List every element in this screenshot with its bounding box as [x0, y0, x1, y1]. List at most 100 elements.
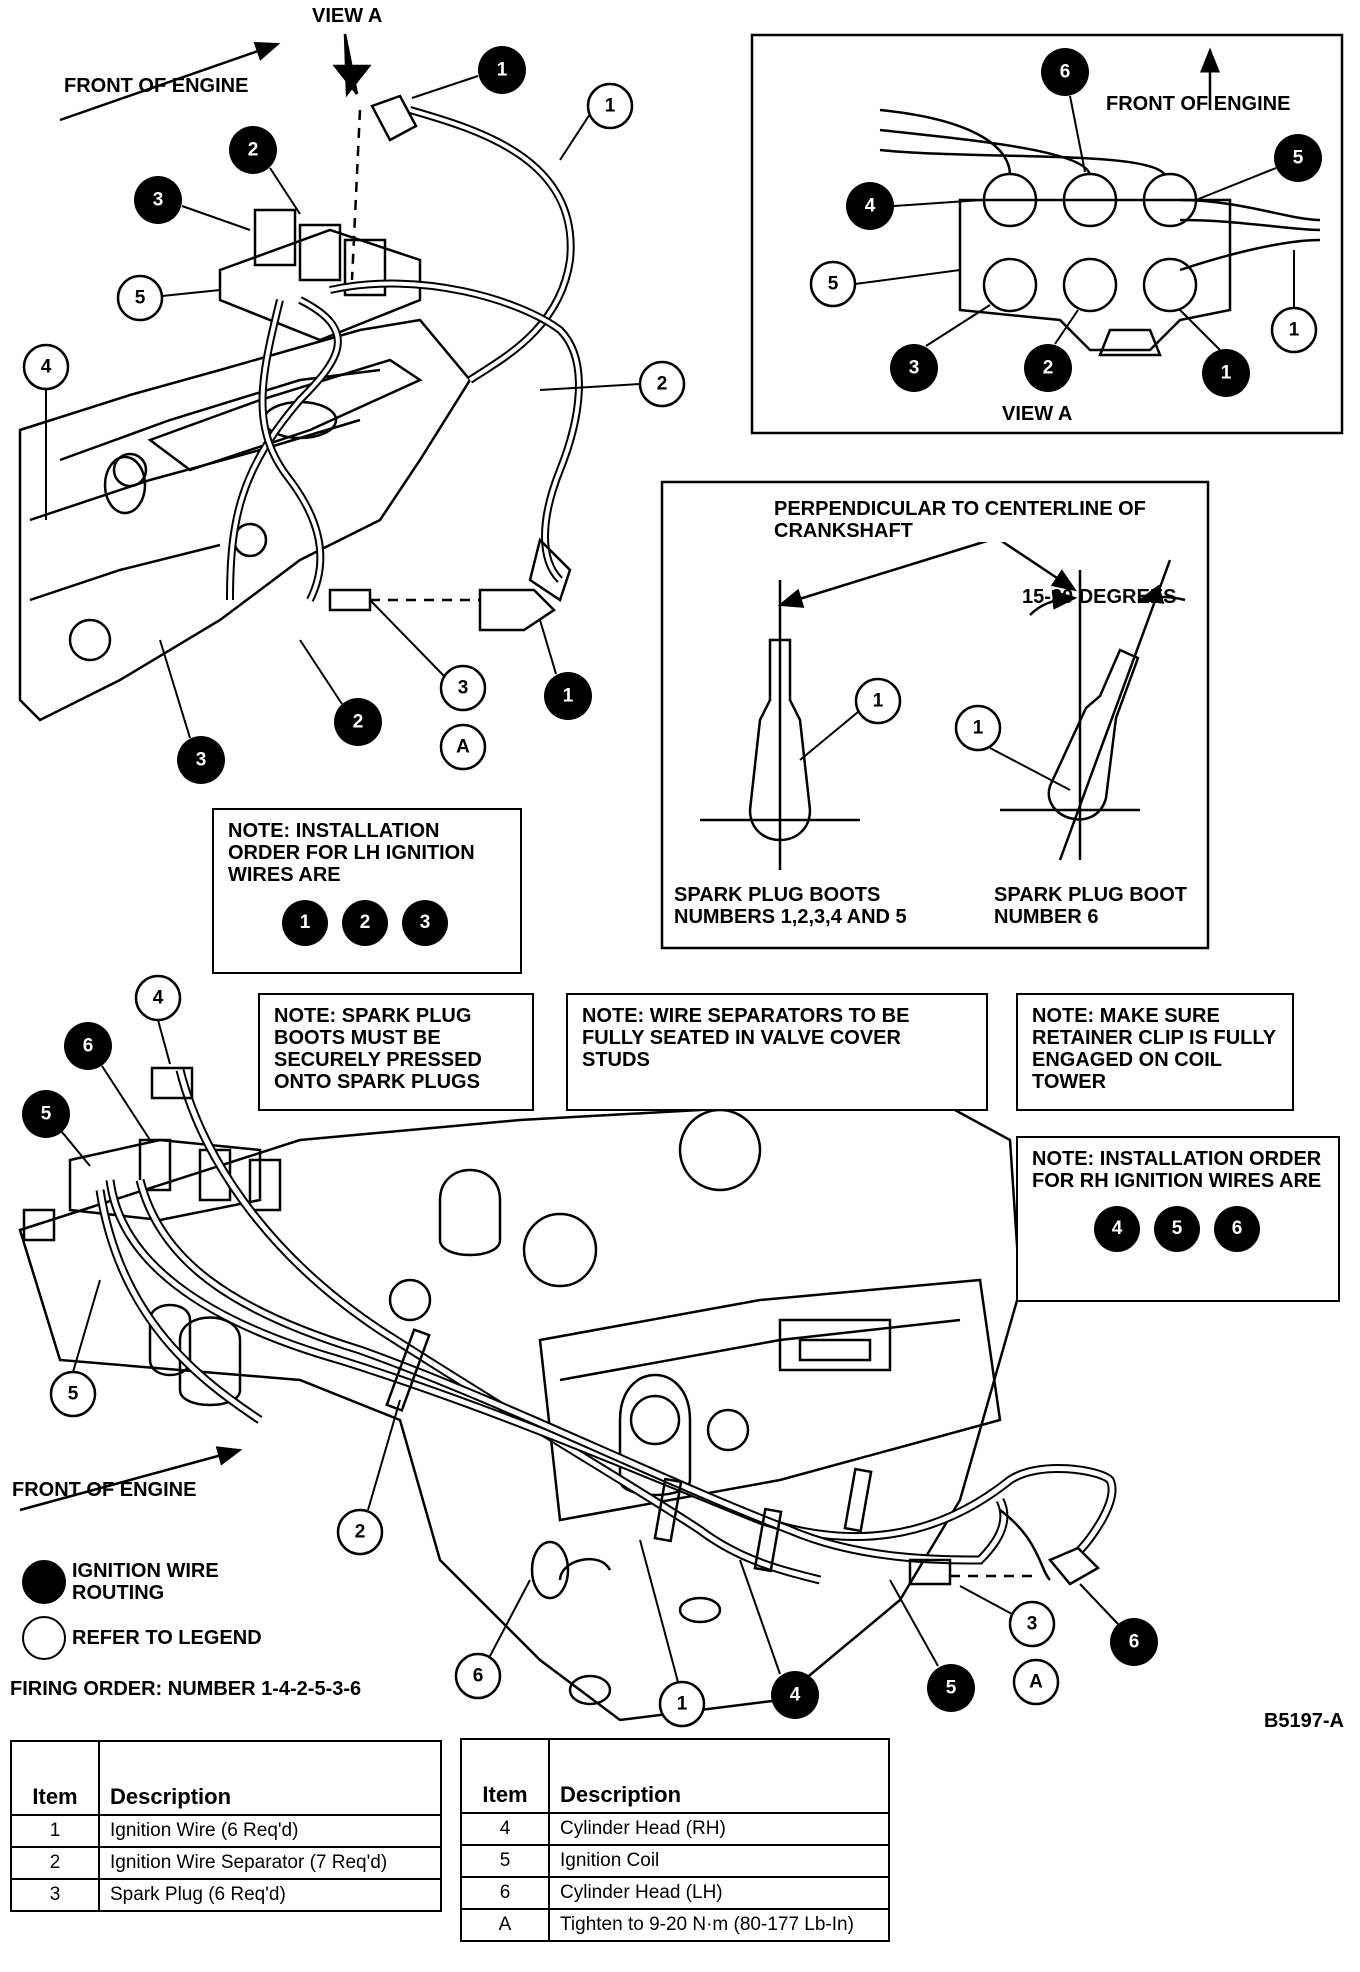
- callout-open: 5: [116, 274, 164, 322]
- rh-engine-illustration: [18, 1066, 1117, 1722]
- desc-cell: Cylinder Head (RH): [548, 1812, 890, 1846]
- view-a-inset-label: VIEW A: [1002, 403, 1072, 425]
- svg-text:4: 4: [153, 988, 164, 1009]
- svg-text:1: 1: [677, 1694, 688, 1715]
- callout-open: 2: [638, 360, 686, 408]
- callout-open: 1: [658, 1680, 706, 1728]
- desc-cell: Ignition Coil: [548, 1844, 890, 1878]
- lh-order-dots: 1 2 3: [282, 900, 506, 946]
- svg-text:3: 3: [909, 358, 920, 379]
- callout-open: 6: [454, 1652, 502, 1700]
- svg-text:5: 5: [828, 274, 839, 295]
- svg-text:4: 4: [865, 196, 876, 217]
- svg-text:6: 6: [1129, 1632, 1140, 1653]
- callout-open: 1: [1270, 306, 1318, 354]
- callout-filled: 5: [927, 1664, 975, 1712]
- desc-cell: Ignition Wire (6 Req'd): [98, 1814, 442, 1848]
- svg-text:5: 5: [946, 1678, 957, 1699]
- svg-text:3: 3: [458, 678, 469, 699]
- note-wire-separators: NOTE: WIRE SEPARATORS TO BE FULLY SEATED…: [566, 993, 988, 1111]
- legend-open-label: REFER TO LEGEND: [72, 1627, 262, 1649]
- callout-open: 3: [439, 664, 487, 712]
- svg-text:3: 3: [1027, 1614, 1038, 1635]
- rh-order-dots: 4 5 6: [1094, 1206, 1324, 1252]
- callout-open: 1: [954, 704, 1002, 752]
- degrees-label: 15-20 DEGREES: [1022, 586, 1177, 608]
- item-cell: 1: [10, 1814, 100, 1848]
- boot-6-label: SPARK PLUG BOOT NUMBER 6: [994, 884, 1187, 928]
- svg-text:4: 4: [41, 357, 52, 378]
- desc-cell: Cylinder Head (LH): [548, 1876, 890, 1910]
- callout-open: 4: [134, 974, 182, 1022]
- callout-open: 5: [809, 260, 857, 308]
- callout-filled: 4: [846, 182, 894, 230]
- callout-filled: 6: [1110, 1618, 1158, 1666]
- svg-text:1: 1: [973, 718, 984, 739]
- front-of-engine-bottom-label: FRONT OF ENGINE: [12, 1479, 196, 1501]
- item-cell: 5: [460, 1844, 550, 1878]
- note-boots-text: NOTE: SPARK PLUG BOOTS MUST BE SECURELY …: [274, 1005, 482, 1093]
- svg-text:1: 1: [1221, 363, 1232, 384]
- callout-open: A: [1012, 1658, 1060, 1706]
- desc-cell: Tighten to 9-20 N·m (80-177 Lb-In): [548, 1908, 890, 1942]
- callout-open: 5: [49, 1370, 97, 1418]
- front-of-engine-inset-label: FRONT OF ENGINE: [1106, 93, 1290, 115]
- callout-open: 1: [854, 677, 902, 725]
- callout-filled: 4: [771, 1671, 819, 1719]
- svg-text:2: 2: [353, 712, 364, 733]
- order-dot: 2: [342, 900, 388, 946]
- note-rh-text: NOTE: INSTALLATION ORDER FOR RH IGNITION…: [1032, 1148, 1322, 1192]
- callout-open: 1: [586, 82, 634, 130]
- callout-filled: 3: [134, 176, 182, 224]
- svg-text:2: 2: [657, 374, 668, 395]
- svg-text:5: 5: [1293, 148, 1304, 169]
- order-dot: 4: [1094, 1206, 1140, 1252]
- callout-filled: 3: [177, 736, 225, 784]
- perpendicular-text: PERPENDICULAR TO CENTERLINE OF CRANKSHAF…: [774, 498, 1194, 542]
- item-cell: 6: [460, 1876, 550, 1910]
- svg-text:6: 6: [83, 1036, 94, 1057]
- callout-filled: 1: [1202, 349, 1250, 397]
- open-circle-icon: [22, 1616, 66, 1660]
- svg-text:6: 6: [1060, 62, 1071, 83]
- callout-open: 4: [22, 343, 70, 391]
- callout-filled: 5: [22, 1090, 70, 1138]
- item-header: Item: [460, 1738, 550, 1814]
- view-a-top-label: VIEW A: [312, 5, 382, 27]
- item-cell: 4: [460, 1812, 550, 1846]
- order-dot: 3: [402, 900, 448, 946]
- boot-angle-inset: 15-20 DEGREES 1 1: [660, 480, 1210, 950]
- front-of-engine-top-label: FRONT OF ENGINE: [64, 75, 248, 97]
- note-separators-text: NOTE: WIRE SEPARATORS TO BE FULLY SEATED…: [582, 1005, 910, 1071]
- callout-filled: 6: [1041, 48, 1089, 96]
- callout-filled: 6: [64, 1022, 112, 1070]
- svg-text:4: 4: [790, 1685, 801, 1706]
- legend-row-open: REFER TO LEGEND: [22, 1616, 262, 1660]
- note-lh-text: NOTE: INSTALLATION ORDER FOR LH IGNITION…: [228, 820, 475, 886]
- svg-text:A: A: [456, 737, 470, 758]
- desc-cell: Ignition Wire Separator (7 Req'd): [98, 1846, 442, 1880]
- callout-open: 3: [1008, 1600, 1056, 1648]
- order-dot: 1: [282, 900, 328, 946]
- lh-engine-illustration: [18, 33, 583, 722]
- firing-order: FIRING ORDER: NUMBER 1-4-2-5-3-6: [10, 1678, 362, 1700]
- svg-text:6: 6: [473, 1666, 484, 1687]
- note-rh-install-order: NOTE: INSTALLATION ORDER FOR RH IGNITION…: [1016, 1136, 1340, 1302]
- callout-filled: 3: [890, 344, 938, 392]
- table-header-row: Item Description: [10, 1740, 442, 1816]
- callout-open: 2: [336, 1508, 384, 1556]
- svg-text:1: 1: [563, 686, 574, 707]
- rh-callouts: 4 6 5 5 2 6 1 4 5 3 6 A: [22, 974, 1158, 1728]
- note-boots-pressed: NOTE: SPARK PLUG BOOTS MUST BE SECURELY …: [258, 993, 534, 1111]
- table-header-row: Item Description: [460, 1738, 890, 1814]
- callout-filled: 2: [1024, 344, 1072, 392]
- svg-text:A: A: [1029, 1672, 1043, 1693]
- svg-text:1: 1: [497, 60, 508, 81]
- order-dot: 5: [1154, 1206, 1200, 1252]
